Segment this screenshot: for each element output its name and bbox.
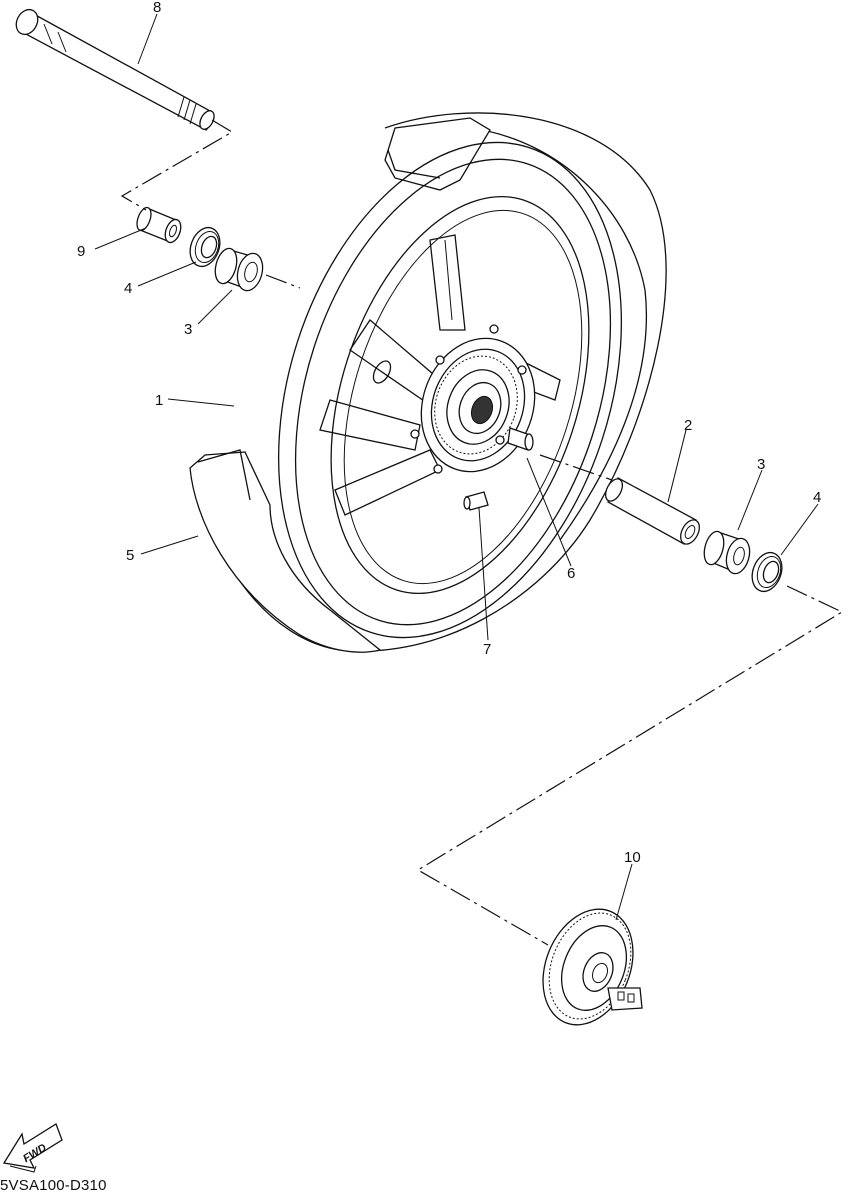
- callout-8: 8: [153, 0, 161, 16]
- callout-5: 5: [126, 547, 134, 564]
- part-4-oil-seal-left: [189, 226, 221, 268]
- callout-10: 10: [624, 849, 641, 866]
- part-2-spacer: [604, 477, 700, 545]
- callout-4-lower: 4: [813, 489, 821, 506]
- callout-4-upper: 4: [124, 280, 132, 297]
- part-5-tire: [189, 112, 667, 653]
- fwd-direction-arrow: FWD: [2, 1123, 63, 1173]
- part-7-valve: [463, 491, 489, 511]
- part-3-bearing-left: [214, 247, 264, 292]
- drawing-code: 5VSA100-D310: [0, 1177, 107, 1194]
- callout-1: 1: [155, 392, 163, 409]
- callout-3-lower: 3: [757, 456, 765, 473]
- part-4-oil-seal-right: [751, 551, 783, 593]
- part-3-bearing-right: [703, 530, 751, 575]
- part-10-speedometer-gear-unit: [542, 908, 643, 1026]
- part-8-front-wheel-axle: [15, 8, 215, 131]
- callout-7: 7: [483, 641, 491, 658]
- part-1-cast-wheel: [277, 141, 623, 639]
- callout-9: 9: [77, 243, 85, 260]
- callout-2: 2: [684, 417, 692, 434]
- callout-6: 6: [567, 565, 575, 582]
- leader-lines: [94, 13, 819, 921]
- part-9-collar: [136, 206, 182, 244]
- callout-3-upper: 3: [184, 321, 192, 338]
- assembly-center-lines: [120, 119, 844, 946]
- part-6-bolt: [507, 427, 534, 451]
- callout-numbers: 8 9 4 3 1 5 2 3 4 6 7 10: [77, 0, 821, 866]
